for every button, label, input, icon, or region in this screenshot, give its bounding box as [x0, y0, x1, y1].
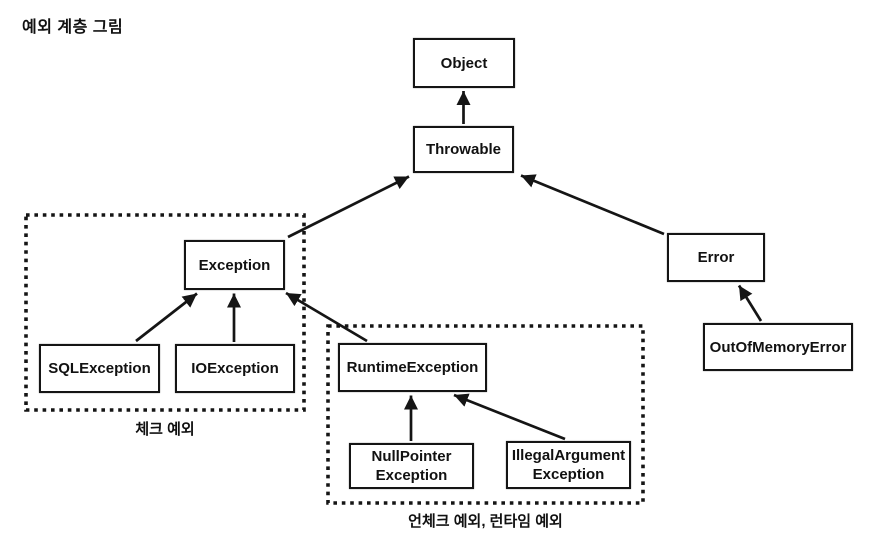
node-sql-exception-label: SQLException: [48, 360, 151, 377]
node-runtime-exception-label: RuntimeException: [346, 359, 479, 376]
node-io-exception: IOException: [175, 344, 295, 393]
edge-exception-to-throwable: [287, 175, 410, 239]
edge-outofmemoryerror-to-error: [737, 284, 763, 322]
edge-error-to-throwable: [520, 174, 665, 236]
edge-sqlexception-to-exception: [135, 292, 198, 343]
group-label-checked-exceptions: 체크 예외: [135, 421, 195, 438]
node-exception: Exception: [184, 240, 285, 290]
edge-illegalargument-to-runtimeexception: [453, 393, 566, 441]
node-runtime-exception: RuntimeException: [338, 343, 487, 392]
edge-runtimeexception-to-exception: [285, 291, 368, 343]
node-throwable-label: Throwable: [425, 141, 501, 158]
node-out-of-memory-error: OutOfMemoryError: [703, 323, 853, 371]
group-label-unchecked-exceptions: 언체크 예외, 런타임 예외: [408, 513, 563, 530]
diagram-title: 예외 계층 그림: [22, 19, 124, 36]
group-box-checked-exceptions: [24, 213, 306, 412]
node-null-pointer-exception: NullPointer Exception: [349, 443, 474, 489]
node-throwable: Throwable: [413, 126, 514, 173]
node-illegal-argument-exception: IllegalArgument Exception: [506, 441, 631, 489]
node-error: Error: [667, 233, 765, 282]
node-null-pointer-exception-label: NullPointer Exception: [371, 448, 452, 484]
node-out-of-memory-error-label: OutOfMemoryError: [709, 338, 847, 356]
node-error-label: Error: [697, 249, 735, 266]
node-object: Object: [413, 38, 515, 88]
node-sql-exception: SQLException: [39, 344, 160, 393]
node-io-exception-label: IOException: [191, 360, 279, 377]
node-illegal-argument-exception-label: IllegalArgument Exception: [511, 447, 626, 483]
group-box-unchecked-exceptions: [326, 324, 645, 505]
node-exception-label: Exception: [198, 256, 271, 274]
node-object-label: Object: [440, 54, 488, 72]
